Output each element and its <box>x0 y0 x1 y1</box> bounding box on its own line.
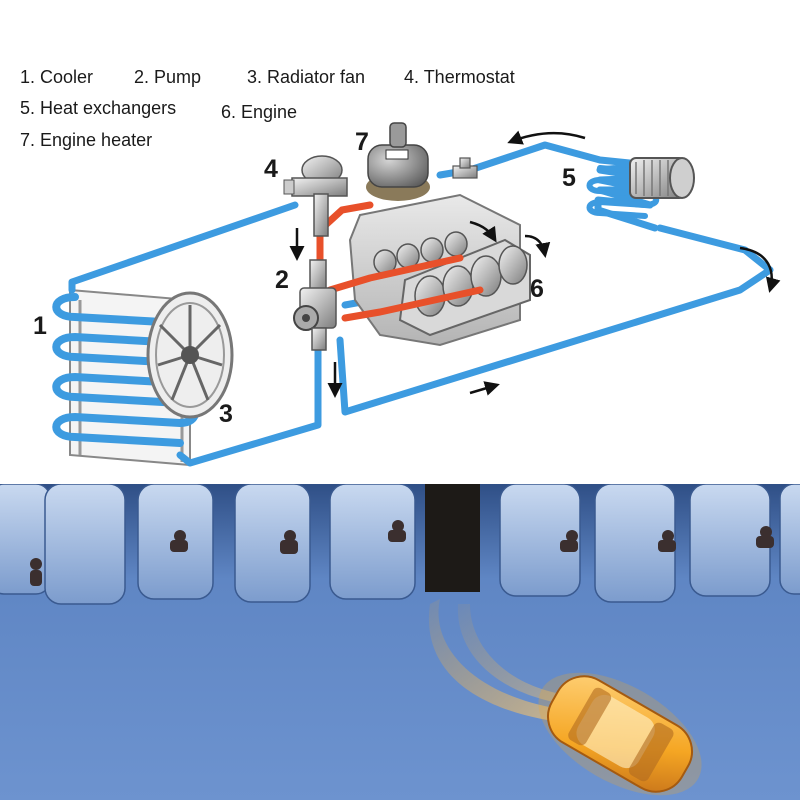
radiator-fan-icon <box>146 291 234 419</box>
thermostat-icon <box>283 155 348 237</box>
blower-fan-icon <box>629 157 695 199</box>
snowy-parking-lot-illustration <box>0 484 800 800</box>
callout-engine-heater: 7 <box>355 128 369 156</box>
people <box>30 520 774 586</box>
cooling-system-schematic <box>52 122 781 467</box>
callout-engine: 6 <box>530 275 544 303</box>
pole <box>425 484 480 592</box>
callout-pump: 2 <box>275 266 289 294</box>
engine-icon <box>348 193 531 347</box>
pump-icon <box>293 259 337 351</box>
legend-pump: 2. Pump <box>134 67 202 87</box>
legend-radiator-fan: 3. Radiator fan <box>247 67 366 87</box>
legend-heat-exchangers: 5. Heat exchangers <box>20 98 177 118</box>
valve-icon <box>452 157 478 179</box>
callout-heat-exchangers: 5 <box>562 164 576 192</box>
callout-radiator-fan: 3 <box>219 400 233 428</box>
callout-thermostat: 4 <box>264 155 278 183</box>
callout-cooler: 1 <box>33 312 47 340</box>
legend-engine-heater: 7. Engine heater <box>20 130 153 150</box>
engine-heater-icon <box>366 122 430 201</box>
legend-thermostat: 4. Thermostat <box>404 67 515 87</box>
flow-arrow-icon <box>289 130 781 398</box>
legend-cooler: 1. Cooler <box>20 67 94 87</box>
legend-engine: 6. Engine <box>221 102 298 122</box>
hot-lines <box>316 201 484 322</box>
glowing-car <box>538 672 702 796</box>
